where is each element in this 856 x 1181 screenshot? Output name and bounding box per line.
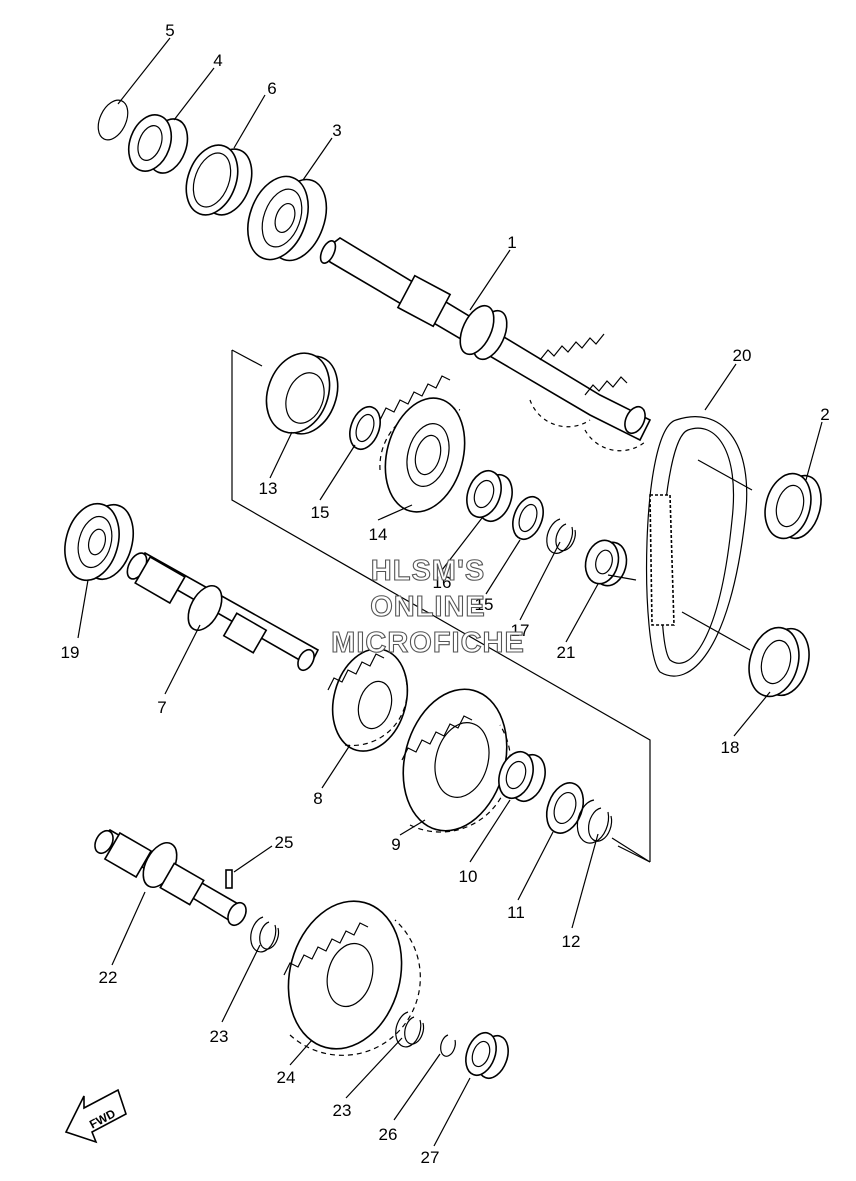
- washer-part-15b: [512, 495, 544, 541]
- callout-18: 18: [721, 738, 740, 757]
- callout-15-upper: 15: [311, 503, 330, 522]
- gear-part-14: [379, 375, 466, 513]
- circlip-part-23b: [395, 1011, 422, 1048]
- callout-2: 2: [820, 405, 829, 424]
- callout-20: 20: [733, 346, 752, 365]
- oil-seal-part-21: [584, 539, 628, 587]
- collar-part-6: [185, 144, 253, 216]
- callout-9: 9: [391, 835, 400, 854]
- callout-16: 16: [433, 573, 452, 592]
- needle-bearing-part-27: [465, 1031, 509, 1080]
- bearing-part-18: [748, 626, 810, 698]
- watermark-line-2: ONLINE: [370, 591, 486, 623]
- assembly-bracket: [231, 350, 651, 862]
- callout-8: 8: [313, 789, 322, 808]
- o-ring-part-5: [97, 99, 129, 141]
- bearing-part-3: [247, 175, 328, 262]
- callout-22: 22: [99, 968, 118, 987]
- callout-13: 13: [259, 479, 278, 498]
- callout-21: 21: [557, 643, 576, 662]
- callout-14: 14: [369, 525, 388, 544]
- callout-10: 10: [459, 867, 478, 886]
- callout-12: 12: [562, 932, 581, 951]
- output-shaft-part-22: [94, 829, 247, 927]
- callout-labels: 5 4 6 3 1 20 2 13 15 14 16 15 17 21 19 7…: [61, 21, 830, 1167]
- callout-3: 3: [332, 121, 341, 140]
- callout-23-right: 23: [333, 1101, 352, 1120]
- callout-11: 11: [507, 903, 525, 922]
- callout-1: 1: [507, 233, 516, 252]
- counter-shaft-part-7: [126, 552, 320, 672]
- callout-19: 19: [61, 643, 80, 662]
- fwd-arrow-icon: FWD: [64, 1088, 127, 1144]
- watermark: HLSM'S ONLINE MICROFICHE: [331, 554, 525, 659]
- pin-part-25: [225, 869, 233, 889]
- oil-seal-part-4: [127, 114, 189, 174]
- bearing-part-19: [64, 502, 134, 582]
- watermark-line-3: MICROFICHE: [331, 627, 525, 659]
- main-shaft-part-1: [319, 237, 652, 452]
- callout-15-lower: 15: [475, 595, 494, 614]
- dog-clutch-part-13: [265, 352, 339, 435]
- washer-part-15a: [349, 405, 381, 451]
- callout-5: 5: [165, 21, 174, 40]
- gear-part-24: [283, 900, 421, 1056]
- circlip-part-12: [576, 799, 610, 844]
- circlip-part-23a: [250, 916, 277, 953]
- callout-4: 4: [213, 51, 222, 70]
- bracket-top-tick: [231, 349, 263, 367]
- drive-chain-part-20: [645, 416, 748, 677]
- gear-part-8: [327, 648, 409, 752]
- gear-part-9: [401, 688, 512, 833]
- callout-6: 6: [267, 79, 276, 98]
- callout-24: 24: [277, 1068, 296, 1087]
- needle-bearing-part-10: [498, 750, 546, 803]
- needle-bearing-part-16: [466, 469, 513, 523]
- callout-17: 17: [511, 621, 530, 640]
- bearing-part-2: [764, 472, 822, 540]
- leader-lines: [77, 37, 823, 1147]
- callout-26: 26: [379, 1125, 398, 1144]
- circlip-part-17: [546, 518, 574, 554]
- watermark-line-1: HLSM'S: [371, 555, 485, 587]
- callout-7: 7: [157, 698, 166, 717]
- callout-25: 25: [275, 833, 294, 852]
- callout-27: 27: [421, 1148, 440, 1167]
- circlip-part-26: [440, 1034, 456, 1057]
- callout-23-left: 23: [210, 1027, 229, 1046]
